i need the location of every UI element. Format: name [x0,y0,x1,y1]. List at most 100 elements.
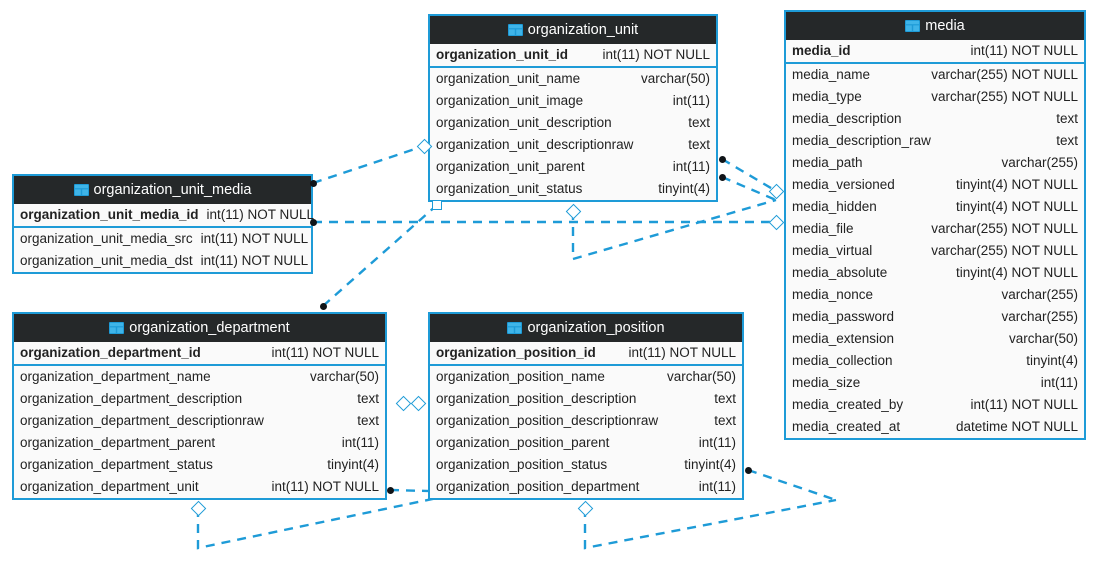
table-node-organization_position[interactable]: organization_position organization_positi… [428,312,744,500]
column-type: text [1056,133,1078,148]
column-type: varchar(255) [1001,155,1078,170]
endpoint-diamond-department-bottom [190,500,206,516]
table-header-organization_department[interactable]: organization_department [14,314,385,342]
endpoint-dot-position-status [744,466,752,474]
column-name: organization_department_id [20,345,201,360]
column-type: int(11) NOT NULL [628,345,736,360]
column-name: organization_position_department [436,479,640,494]
endpoint-diamond-media-left-upper [768,183,784,199]
column-name: organization_department_parent [20,435,216,450]
column-name: media_name [792,67,871,82]
column-type: int(11) NOT NULL [970,397,1078,412]
column-name: media_size [792,375,861,390]
table-title: media [925,18,965,34]
column-type: tinyint(4) [327,457,379,472]
column-type: tinyint(4) NOT NULL [955,265,1078,280]
table-node-organization_department[interactable]: organization_department organization_depa… [12,312,387,500]
column-row[interactable]: organization_unit_media_dst int(11) NOT N… [14,250,311,272]
column-type: varchar(50) [1008,331,1078,346]
column-type: varchar(50) [309,369,379,384]
relationship-line-rel-pos-parent [583,498,837,550]
column-row[interactable]: media_type varchar(255) NOT NULL [786,86,1084,108]
table-header-organization_unit[interactable]: organization_unit [430,16,716,44]
column-name: organization_department_descriptionraw [20,413,264,428]
column-name: organization_department_description [20,391,243,406]
column-row[interactable]: media_path varchar(255) [786,152,1084,174]
column-name: organization_department_name [20,369,211,384]
relationship-line-rel-unit-status-media [721,175,777,202]
column-type: int(11) [698,479,736,494]
column-name: media_description [792,111,902,126]
column-type: int(11) NOT NULL [200,253,309,268]
column-type: int(11) [698,435,736,450]
column-row[interactable]: media_name varchar(255) NOT NULL [786,64,1084,86]
table-header-organization_unit_media[interactable]: organization_unit_media [14,176,311,204]
column-type: varchar(255) NOT NULL [931,67,1078,82]
column-row[interactable]: organization_position_department int(11) [430,476,742,498]
relationship-line-rel-unit-parent-self [571,198,777,261]
column-type: text [688,137,710,152]
endpoint-square-unit-bottom-left [431,199,442,210]
column-name: media_virtual [792,243,873,258]
column-name: media_file [792,221,854,236]
endpoint-diamond-department-right [395,395,411,411]
column-row[interactable]: media_nonce varchar(255) [786,284,1084,306]
column-name: media_nonce [792,287,874,302]
column-type: text [714,391,736,406]
column-name: organization_unit_name [436,71,581,86]
column-name: media_hidden [792,199,877,214]
column-row[interactable]: organization_department_name varchar(50) [14,366,385,388]
column-type: tinyint(4) [684,457,736,472]
endpoint-diamond-position-left [410,395,426,411]
column-name: organization_unit_media_dst [20,253,193,268]
column-type: tinyint(4) NOT NULL [955,177,1078,192]
table-header-organization_position[interactable]: organization_position [430,314,742,342]
endpoint-dot-unit-status [718,173,726,181]
table-title: organization_position [527,320,665,336]
column-type: varchar(255) NOT NULL [931,89,1078,104]
table-title: organization_department [129,320,290,336]
column-name: media_path [792,155,863,170]
column-name: media_type [792,89,862,104]
table-header-media[interactable]: media [786,12,1084,40]
column-type: varchar(255) [1001,287,1078,302]
